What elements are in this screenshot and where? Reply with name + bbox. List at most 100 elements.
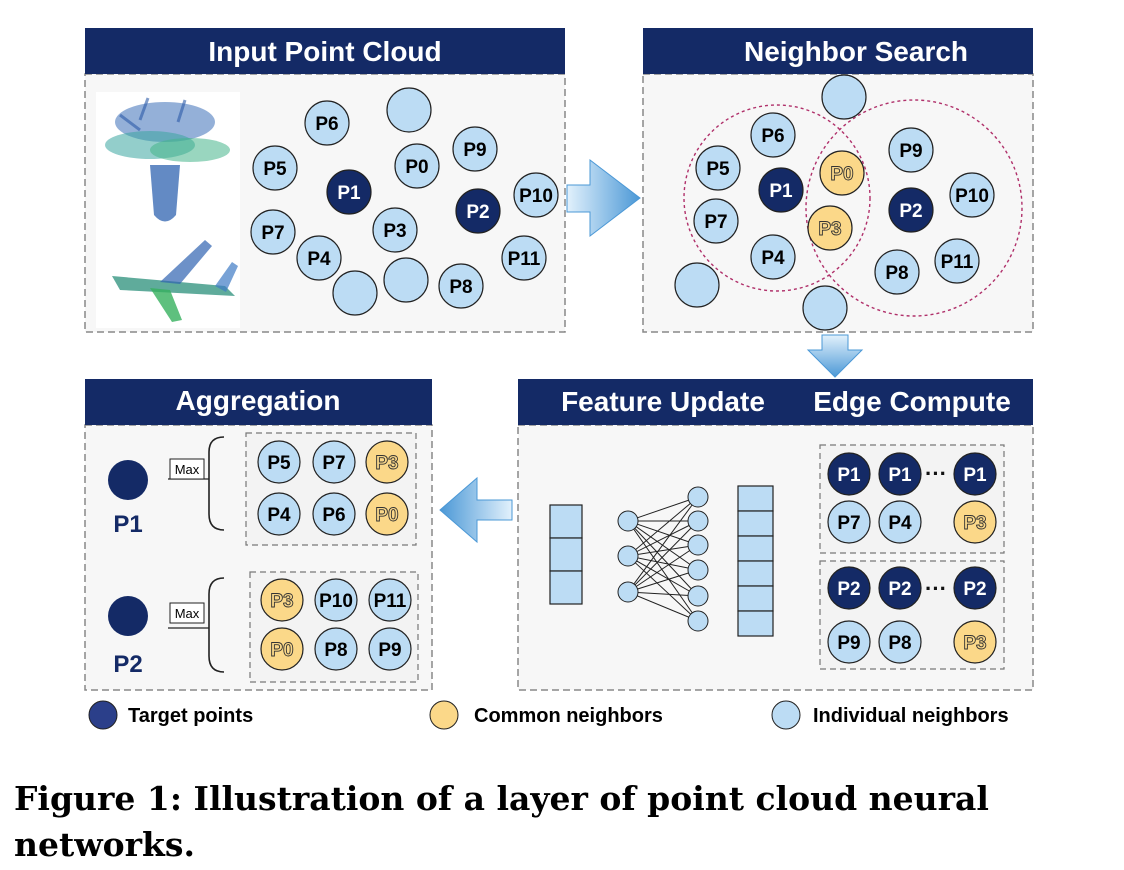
unlabeled-point <box>802 285 848 331</box>
mlp-edge <box>627 591 699 597</box>
point-node-individual: P8 <box>438 263 484 309</box>
point-node-individual: P9 <box>368 627 412 671</box>
mlp-edge <box>627 544 699 593</box>
legend-target: Target points <box>88 700 253 730</box>
point-node-individual: P5 <box>257 440 301 484</box>
point-node-target: P2 <box>953 566 997 610</box>
point-label: P11 <box>508 249 541 270</box>
airplane-point-cloud <box>112 240 238 322</box>
point-node-individual: P10 <box>314 578 358 622</box>
mlp-neuron <box>617 581 639 603</box>
point-label: P0 <box>830 164 853 185</box>
mlp-edge <box>627 520 699 622</box>
point-label: P6 <box>761 126 784 147</box>
mlp-neuron <box>687 610 709 632</box>
point-label: P3 <box>375 453 398 474</box>
point-label: P10 <box>955 186 989 207</box>
flow-arrow-right <box>566 158 641 238</box>
point-node-target: P2 <box>455 188 501 234</box>
point-node-individual: P4 <box>257 492 301 536</box>
point-label: P10 <box>519 186 553 207</box>
point-node-individual: P4 <box>750 234 796 280</box>
point-label: P6 <box>322 505 345 526</box>
feature-edge-panel-header <box>518 379 1033 425</box>
input-panel-title: Input Point Cloud <box>208 36 441 67</box>
point-label: P2 <box>837 579 860 600</box>
point-label: P9 <box>378 640 401 661</box>
point-label: P7 <box>837 513 860 534</box>
point-label: P3 <box>383 221 406 242</box>
edge-ellipsis-2: ··· <box>925 576 947 601</box>
plant-point-cloud <box>105 97 230 222</box>
edge-ellipsis-1: ··· <box>925 461 947 486</box>
point-label: P8 <box>324 640 347 661</box>
point-node-target: P2 <box>878 566 922 610</box>
point-node-target: P2 <box>888 187 934 233</box>
target-point-p1 <box>108 460 148 500</box>
unlabeled-point <box>821 74 867 120</box>
point-node-individual: P11 <box>934 238 980 284</box>
mlp-neuron <box>617 510 639 532</box>
point-node-individual: P3 <box>372 207 418 253</box>
point-node-individual: P9 <box>827 620 871 664</box>
point-label: P2 <box>963 579 986 600</box>
point-node-target: P1 <box>878 452 922 496</box>
flow-arrow-down <box>806 334 864 378</box>
point-node-individual: P7 <box>693 198 739 244</box>
point-label: P7 <box>322 453 345 474</box>
point-node-target: P2 <box>827 566 871 610</box>
point-node-common: P3 <box>807 205 853 251</box>
mlp-edge <box>627 520 699 546</box>
point-label: P8 <box>888 633 911 654</box>
point-node-individual: P7 <box>827 500 871 544</box>
neighbor-panel-header <box>643 28 1033 74</box>
point-node-individual: P4 <box>296 235 342 281</box>
point-label: P1 <box>888 465 912 486</box>
point-node-target: P1 <box>326 169 372 215</box>
point-label: P5 <box>267 453 291 474</box>
point-label: P9 <box>837 633 860 654</box>
legend-individual-label: Individual neighbors <box>813 705 1009 727</box>
point-label: P10 <box>319 591 353 612</box>
point-node-individual: P5 <box>695 145 741 191</box>
point-label: P4 <box>307 249 331 270</box>
point-label: P7 <box>261 223 284 244</box>
feature-update-title: Feature Update <box>561 386 765 417</box>
legend-target-label: Target points <box>128 705 253 727</box>
point-label: P8 <box>449 277 472 298</box>
mlp-neuron <box>687 559 709 581</box>
point-node-common: P0 <box>365 492 409 536</box>
legend: Target points Common neighbors Individua… <box>88 700 1009 730</box>
mlp-neuron <box>687 510 709 532</box>
legend-common: Common neighbors <box>429 700 663 730</box>
point-node-common: P3 <box>953 500 997 544</box>
max-box <box>169 458 205 480</box>
mlp-edge <box>627 496 699 522</box>
target-label-p2: P2 <box>113 651 142 678</box>
point-label: P3 <box>270 591 293 612</box>
point-label: P3 <box>963 513 986 534</box>
unlabeled-point <box>674 262 720 308</box>
point-node-common: P3 <box>953 620 997 664</box>
mlp-neuron <box>687 585 709 607</box>
point-label: P4 <box>888 513 912 534</box>
mlp-edge <box>627 520 699 597</box>
point-node-individual: P11 <box>368 578 412 622</box>
mlp-neuron <box>617 545 639 567</box>
point-label: P1 <box>963 465 987 486</box>
point-node-individual: P6 <box>312 492 356 536</box>
point-node-individual: P5 <box>252 145 298 191</box>
point-label: P11 <box>374 591 407 612</box>
unlabeled-point <box>332 270 378 316</box>
point-label: P3 <box>818 219 841 240</box>
point-label: P2 <box>899 201 922 222</box>
mlp-edge <box>627 520 699 571</box>
target-point-p2 <box>108 596 148 636</box>
p2-neighborhood-circle <box>805 99 1023 317</box>
point-label: P4 <box>267 505 291 526</box>
point-node-individual: P6 <box>304 100 350 146</box>
point-node-individual: P8 <box>314 627 358 671</box>
